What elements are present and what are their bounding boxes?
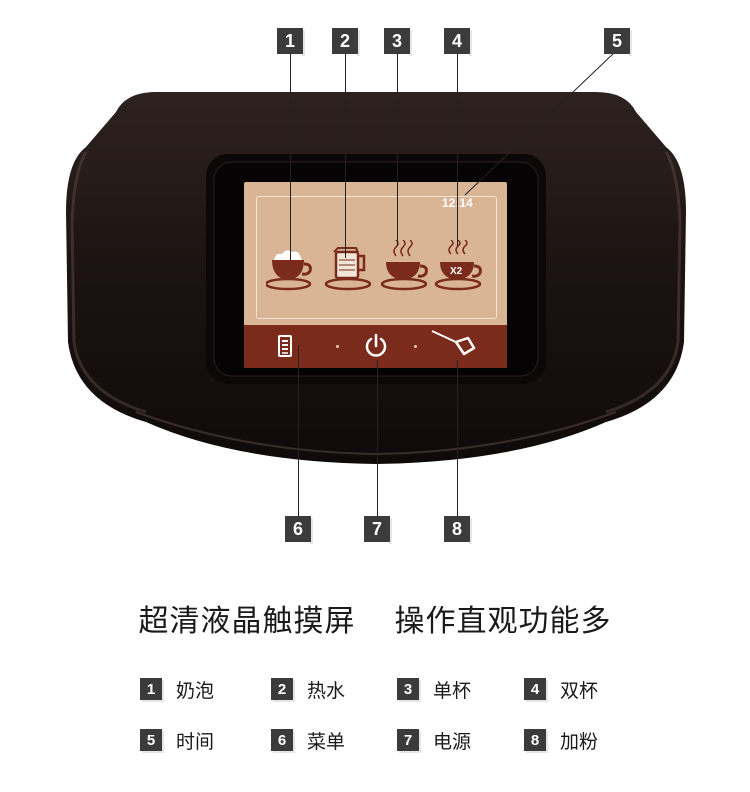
double-cup-icon[interactable]: [434, 240, 486, 292]
callout-badge-3: 3: [384, 28, 412, 56]
callout-badge-8: 8: [444, 516, 472, 544]
legend-badge: 3: [397, 678, 419, 700]
legend-badge: 6: [271, 729, 293, 751]
legend-item: 5 时间: [140, 727, 214, 753]
legend-badge: 2: [271, 678, 293, 700]
callout-leader-6: [298, 345, 299, 517]
legend-badge: 4: [524, 678, 546, 700]
coffee-scoop-icon[interactable]: [430, 328, 480, 358]
callout-badge-1: 1: [277, 28, 305, 56]
headline-right: 操作直观功能多: [394, 604, 612, 639]
legend-label: 奶泡: [176, 679, 215, 702]
legend-label: 菜单: [307, 730, 346, 753]
touch-screen[interactable]: 12:14 X2: [244, 182, 507, 368]
screen-display-frame: [256, 196, 497, 319]
menu-icon[interactable]: [278, 335, 292, 357]
headline-left: 超清液晶触摸屏: [138, 604, 356, 639]
callout-leader-2: [345, 53, 346, 258]
legend-label: 电源: [433, 730, 472, 753]
legend-item: 2 热水: [271, 676, 345, 702]
legend-item: 7 电源: [397, 727, 471, 753]
nav-separator-dot: [414, 345, 417, 348]
legend-label: 时间: [176, 730, 215, 753]
legend-badge: 7: [397, 729, 419, 751]
legend-item: 6 菜单: [271, 727, 345, 753]
legend-item: 1 奶泡: [140, 676, 214, 702]
callout-badge-5: 5: [604, 28, 632, 56]
callout-badge-2: 2: [332, 28, 360, 56]
legend-badge: 5: [140, 729, 162, 751]
bottom-nav-bar: [244, 325, 507, 368]
callout-leader-8: [457, 360, 458, 517]
callout-badge-7: 7: [364, 516, 392, 544]
milk-foam-cup-icon[interactable]: [266, 240, 318, 292]
power-icon[interactable]: [363, 333, 389, 359]
callout-badge-4: 4: [444, 28, 472, 56]
legend-item: 3 单杯: [397, 676, 471, 702]
callout-leader-5: [464, 51, 616, 196]
double-label: X2: [450, 266, 463, 277]
callout-leader-4: [457, 53, 458, 246]
legend-badge: 1: [140, 678, 162, 700]
legend-label: 单杯: [433, 679, 472, 702]
callout-leader-3: [397, 53, 398, 246]
legend-item: 4 双杯: [524, 676, 598, 702]
legend-item: 8 加粉: [524, 727, 598, 753]
legend-label: 加粉: [560, 730, 599, 753]
legend-badge: 8: [524, 729, 546, 751]
single-cup-icon[interactable]: [380, 240, 432, 292]
callout-badge-6: 6: [285, 516, 313, 544]
callout-leader-7: [377, 360, 378, 517]
legend-label: 热水: [307, 679, 346, 702]
hot-water-jug-icon[interactable]: [324, 240, 376, 292]
nav-separator-dot: [336, 345, 339, 348]
callout-leader-1: [290, 53, 291, 260]
legend-label: 双杯: [560, 679, 599, 702]
feature-headline: 超清液晶触摸屏 操作直观功能多: [0, 596, 750, 640]
